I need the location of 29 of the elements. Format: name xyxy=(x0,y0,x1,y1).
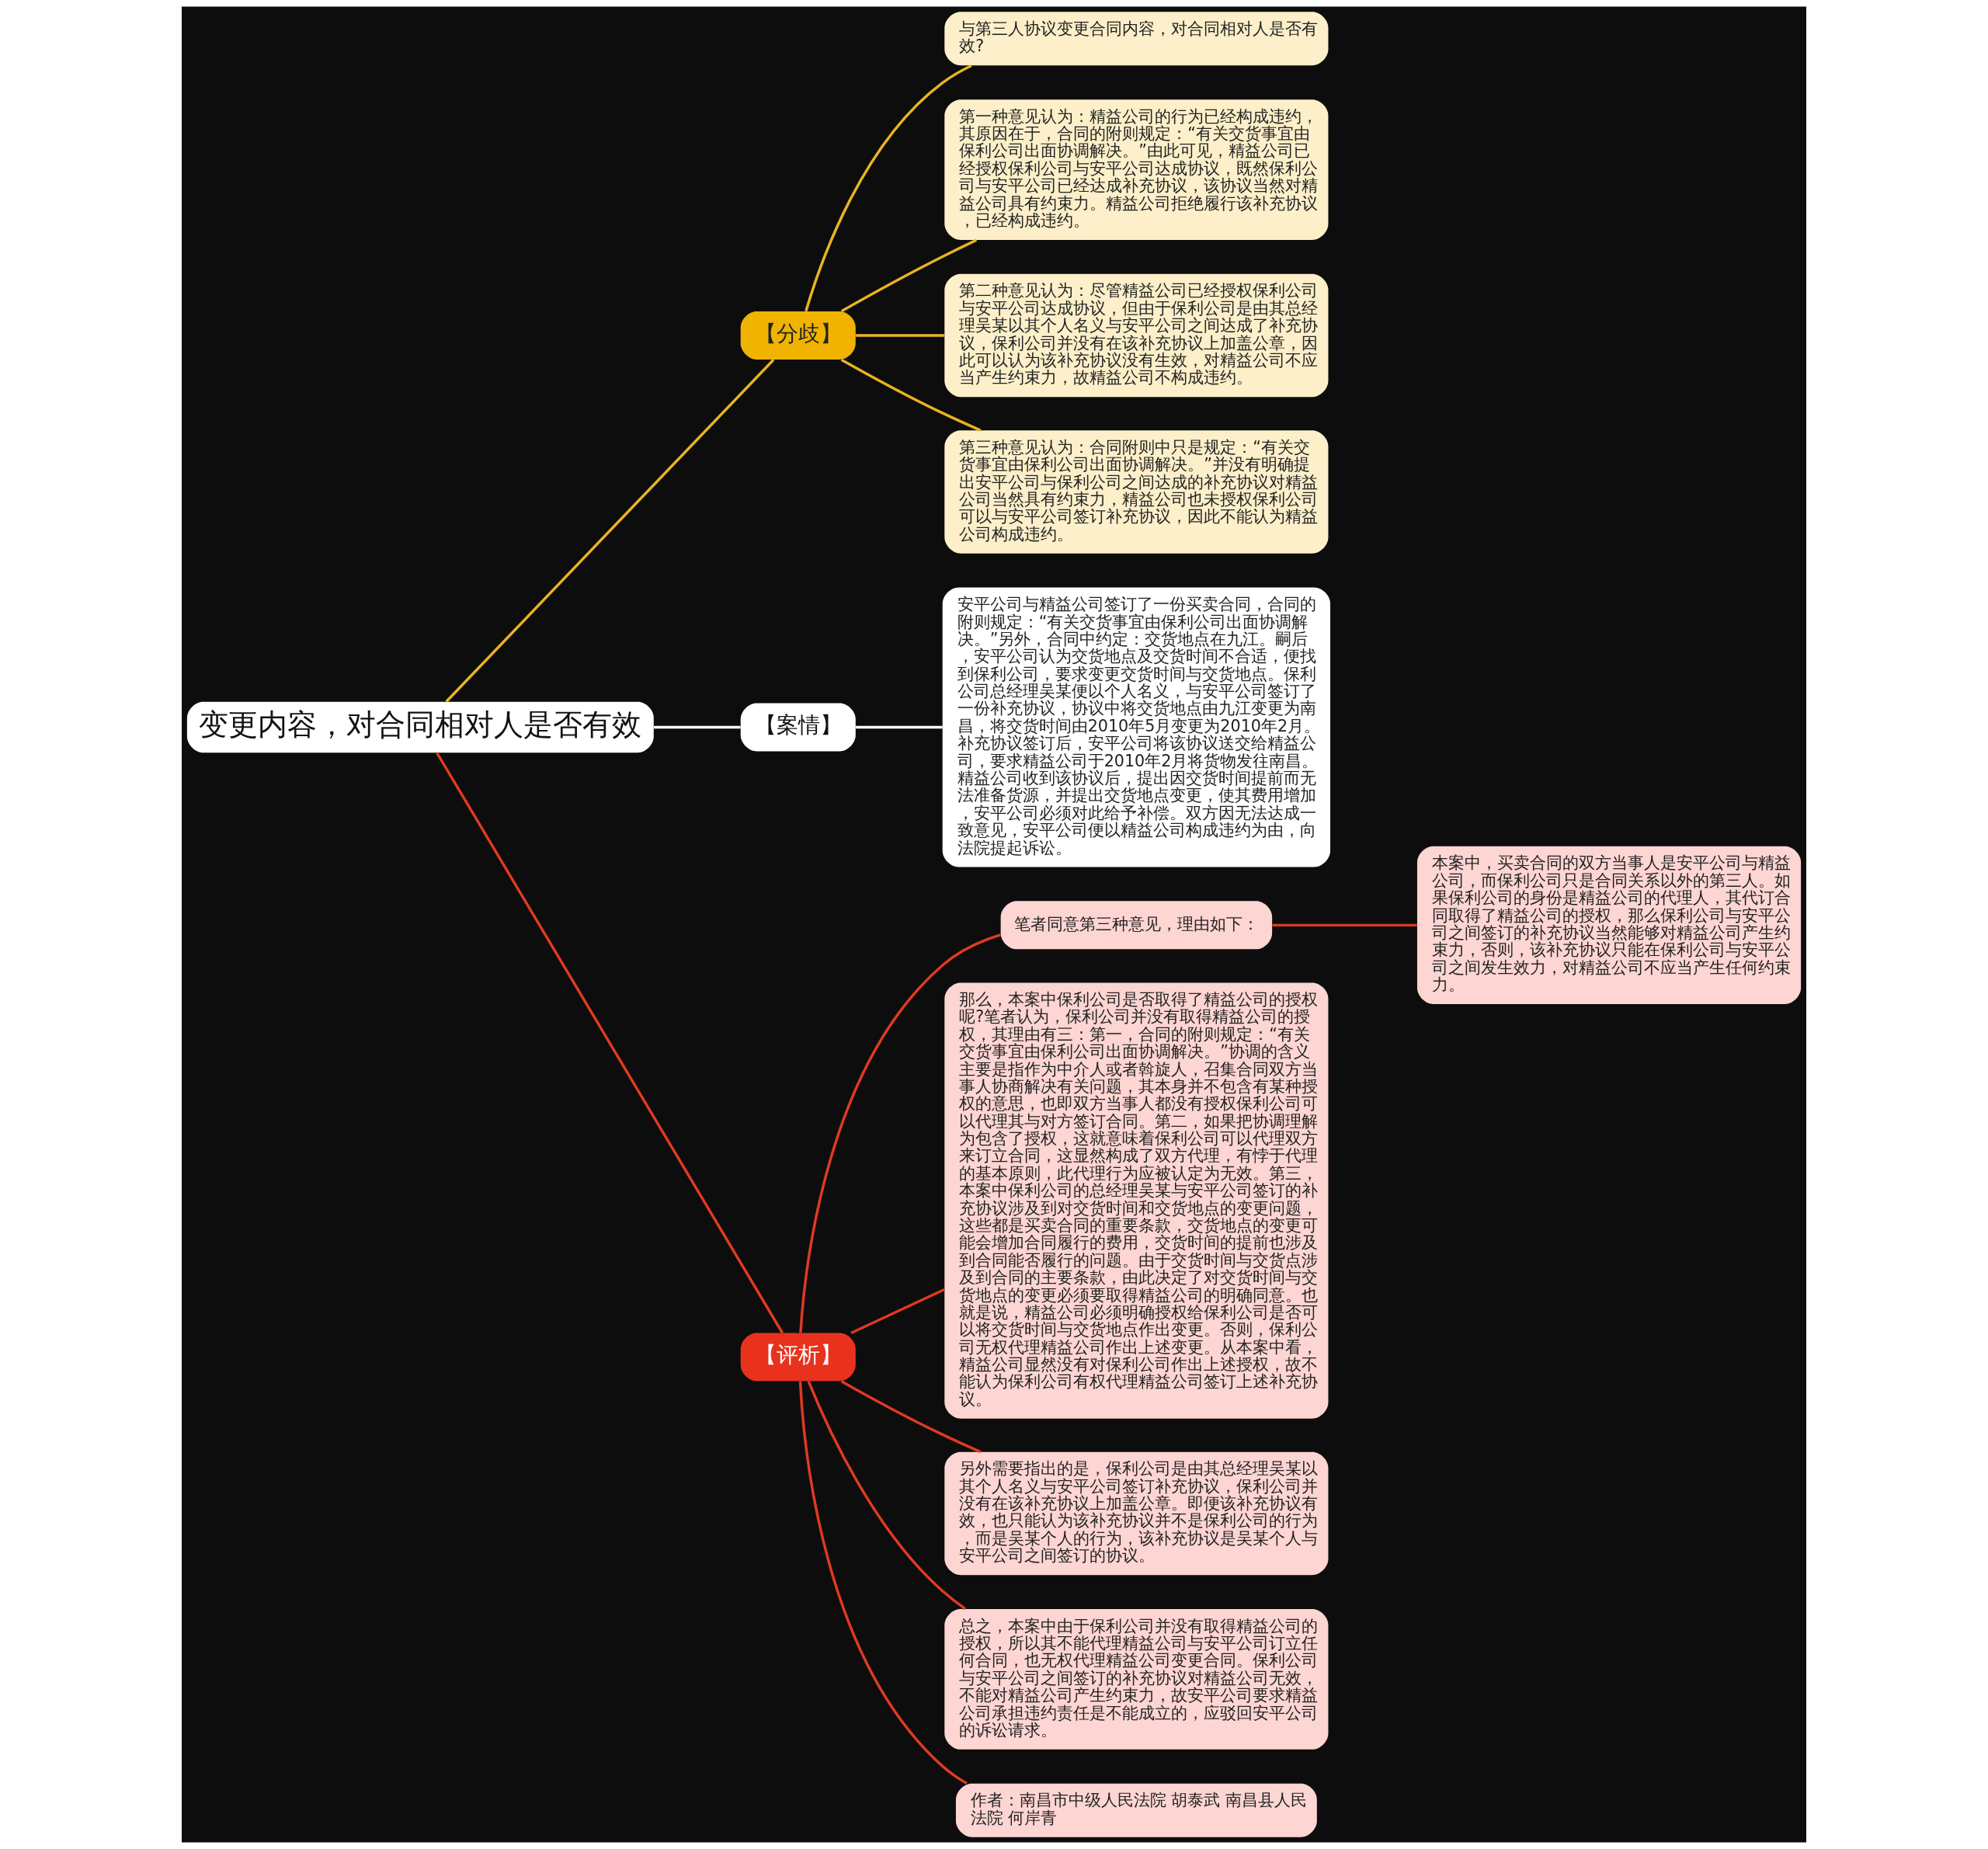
node-box: 本案中，买卖合同的双方当事人是安平公司与精益公司，而保利公司只是合同关系以外的第三人。如果保利公司的身份是精益公司的代理人，其代订合同取得了精益公司的授权，那么保利公司与安平公司之间签订的补充协议当然能够对精益公司产生约束力，否则，该补充协议只能在保利公司与安平公司之间发生效力，对精益公司不应当产生任何约束力。 xyxy=(1416,846,1802,1004)
node-box: 第二种意见认为：尽管精益公司已经授权保利公司与安平公司达成协议，但由于保利公司是由其总经理吴某以其个人名义与安平公司之间达成了补充协议，保利公司并没有在该补充协议上加盖公章，因此可以认为该补充协议没有生效，对精益公司不应当产生约束力，故精益公司不构成违约。 xyxy=(944,273,1329,398)
connector xyxy=(807,1380,967,1611)
connector xyxy=(798,1381,968,1785)
connector xyxy=(850,1288,945,1335)
connector xyxy=(855,334,944,337)
node-box: 变更内容，对合同相对人是否有效 xyxy=(186,701,654,753)
node-box: 那么，本案中保利公司是否取得了精益公司的授权呢?笔者认为，保利公司并没有取得精益公司的授权，其理由有三：第一，合同的附则规定：“有关交货事宜由保利公司出面协调解决。”协调的含义主要是指作为中介人或者斡旋人，召集合同双方当事人协商解决有关问题，其本身并不包含有某种授权的意思，也即双方当事人都没有授权保利公司可以代理其与对方签订合同。第二，如果把协调理解为包含了授权，这就意味着保利公司可以代理双方来订立合同，这显然构成了双方代理，有悖于代理的基本原则，此代理行为应被认定为无效。第三，本案中保利公司的总经理吴某与安平公司签订的补充协议涉及到对交货时间和交货地点的变更问题，这些都是买卖合同的重要条款，交货地点的变更可能会增加合同履行的费用，交货时间的提前也涉及到合同能否履行的问题。由于交货时间与交货点涉及到合同的主要条款，由此决定了对交货时间与交货地点的变更必须要取得精益公司的明确同意。也就是说，精益公司必须明确授权给保利公司是否可以将交货时间与交货地点作出变更。否则，保利公司无权代理精益公司作出上述变更。从本案中看，精益公司显然没有对保利公司作出上述授权，故不能认为保利公司有权代理精益公司签订上述补充协议。 xyxy=(944,982,1329,1419)
node-box: 【案情】 xyxy=(740,703,856,752)
connector xyxy=(654,725,741,729)
connector xyxy=(799,933,1001,1333)
node-box: 与第三人协议变更合同内容，对合同相对人是否有效? xyxy=(944,12,1329,66)
connector xyxy=(805,64,972,312)
node-box: 笔者同意第三种意见，理由如下： xyxy=(1000,901,1273,950)
connector xyxy=(840,358,982,432)
node-box: 安平公司与精益公司签订了一份买卖合同，合同的附则规定：“有关交货事宜由保利公司出面协调解决。”另外，合同中约定：交货地点在九江。嗣后，安平公司认为交货地点及交货时间不合适，便找到保利公司，要求变更交货时间与交货地点。保利公司总经理吴某便以个人名义，与安平公司签订了一份补充协议，协议中将交货地点由九江变更为南昌，将交货时间由2010年5月变更为2010年2月。补充协议签订后，安平公司将该协议送交给精益公司，要求精益公司于2010年2月将货物发往南昌。精益公司收到该协议后，提出因交货时间提前而无法准备货源，并提出交货地点变更，使其费用增加，安平公司必须对此给予补偿。双方因无法达成一致意见，安平公司便以精益公司构成违约为由，向法院提起诉讼。 xyxy=(942,587,1331,867)
node-box: 第一种意见认为：精益公司的行为已经构成违约，其原因在于，合同的附则规定：“有关交货事宜由保利公司出面协调解决。”由此可见，精益公司已经授权保利公司与安平公司达成协议，既然保利公司与安平公司已经达成补充协议，该协议当然对精益公司具有约束力。精益公司拒绝履行该补充协议，已经构成违约。 xyxy=(944,99,1329,240)
node-box: 【评析】 xyxy=(740,1333,856,1382)
node-box: 第三种意见认为：合同附则中只是规定：“有关交货事宜由保利公司出面协调解决。”并没有明确提出安平公司与保利公司之间达成的补充协议对精益公司当然具有约束力，精益公司也未授权保利公司可以与安平公司签订补充协议，因此不能认为精益公司构成违约。 xyxy=(944,430,1329,554)
node-box: 【分歧】 xyxy=(740,311,856,360)
node-box: 另外需要指出的是，保利公司是由其总经理吴某以其个人名义与安平公司签订补充协议，保利公司并没有在该补充协议上加盖公章。即便该补充协议有效，也只能认为该补充协议并不是保利公司的行为，而是吴某个人的行为，该补充协议是吴某个人与安平公司之间签订的协议。 xyxy=(944,1451,1329,1576)
node-box: 总之，本案中由于保利公司并没有取得精益公司的授权，所以其不能代理精益公司与安平公司订立任何合同，也无权代理精益公司变更合同。保利公司与安平公司之间签订的补充协议对精益公司无效，不能对精益公司产生约束力，故安平公司要求精益公司承担违约责任是不能成立的，应驳回安平公司的诉讼请求。 xyxy=(944,1609,1329,1750)
connector xyxy=(840,1380,982,1454)
connector xyxy=(436,752,784,1334)
node-box: 作者：南昌市中级人民法院 胡泰武 南昌县人民法院 何岸青 xyxy=(955,1783,1317,1837)
connector xyxy=(855,725,943,729)
connector xyxy=(445,359,775,703)
connector xyxy=(1272,923,1417,927)
connector xyxy=(840,238,978,313)
